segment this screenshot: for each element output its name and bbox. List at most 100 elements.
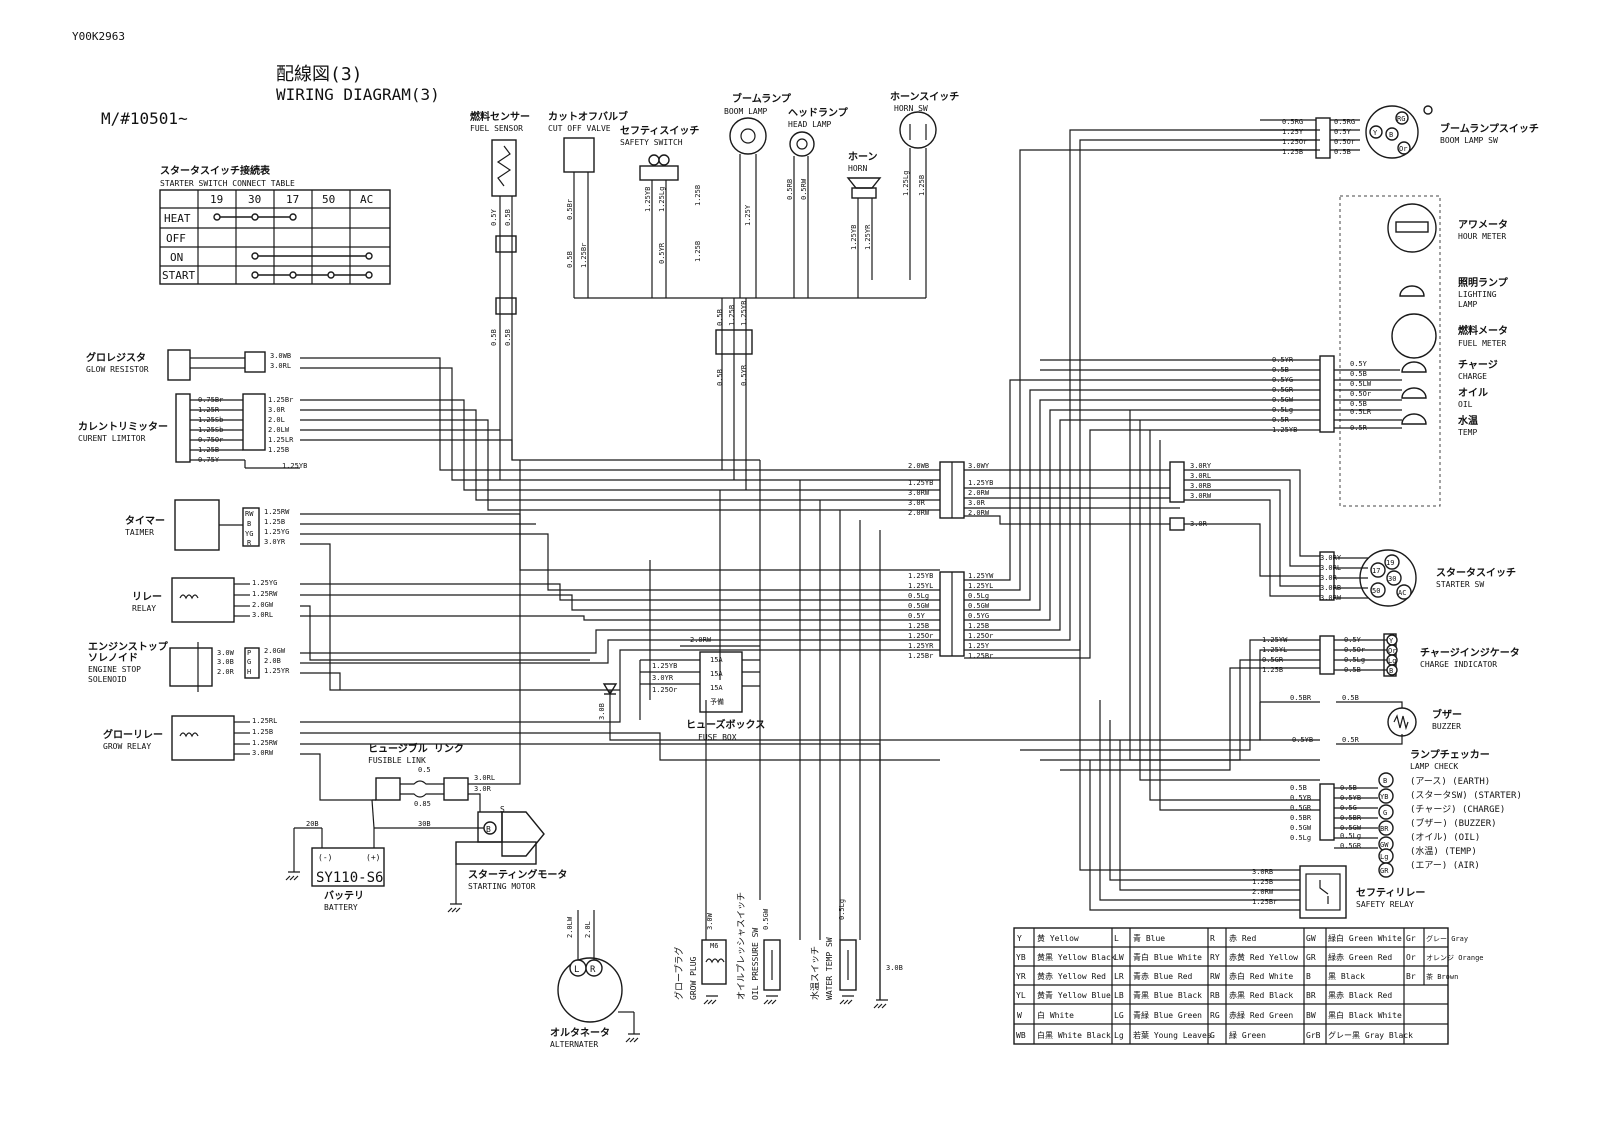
svg-text:0.5YB: 0.5YB [1292,736,1313,744]
svg-text:LG: LG [1114,1011,1124,1020]
glow-plug: M6 グロープラグ GROW PLUG 3.0W [673,700,727,1000]
svg-text:HOUR METER: HOUR METER [1458,232,1506,241]
svg-text:0.5LR: 0.5LR [1350,408,1372,416]
svg-text:0.5GR: 0.5GR [1340,842,1362,850]
doc-code: Y00K2963 [72,30,125,43]
svg-text:グロープラグ: グロープラグ [673,947,685,1000]
svg-text:黒 Black: 黒 Black [1328,972,1365,981]
svg-text:青白 Blue White: 青白 Blue White [1133,952,1202,962]
svg-text:SAFETY SWITCH: SAFETY SWITCH [620,138,683,147]
svg-text:3.0RY: 3.0RY [1320,554,1342,562]
svg-text:1.25Br: 1.25Br [580,243,588,268]
svg-text:FUEL METER: FUEL METER [1458,339,1506,348]
svg-text:FUSIBLE LINK: FUSIBLE LINK [368,756,426,765]
oil-pressure-switch: オイルプレッシャスイッチ OIL PRESSURE SW 0.5GW [736,892,781,1000]
svg-text:チャージ: チャージ [1458,359,1498,371]
svg-text:青赤 Blue Red: 青赤 Blue Red [1133,971,1193,981]
svg-text:BR: BR [1306,991,1316,1000]
svg-text:3.0R: 3.0R [268,406,286,414]
svg-text:ALTERNATER: ALTERNATER [550,1040,598,1049]
svg-text:(アース) (EARTH): (アース) (EARTH) [1410,777,1490,787]
svg-text:3.0RB: 3.0RB [1252,868,1273,876]
svg-text:0.5RG: 0.5RG [1282,118,1303,126]
horn-switch: ホーンスイッチ HORN SW [890,91,959,298]
svg-text:0.5R: 0.5R [1342,736,1360,744]
svg-text:2.0RW: 2.0RW [968,509,990,517]
harness-wires [300,357,1000,1000]
svg-text:黒赤 Black Red: 黒赤 Black Red [1328,991,1392,1000]
svg-text:2.0LW: 2.0LW [268,426,290,434]
svg-text:0.5YR: 0.5YR [658,242,666,264]
svg-text:0.5YR: 0.5YR [740,364,748,386]
svg-text:リレー: リレー [132,591,162,603]
svg-text:OIL: OIL [1458,400,1473,409]
svg-text:S: S [500,805,505,814]
timer: タイマー TAIMER RW B YG R 1.25RW 1.25B 1.25Y… [125,499,290,551]
svg-text:1.25LR: 1.25LR [268,436,294,444]
svg-text:FUEL SENSOR: FUEL SENSOR [470,124,523,133]
svg-text:2.0WB: 2.0WB [908,462,929,470]
svg-text:BOOM LAMP SW: BOOM LAMP SW [1440,136,1498,145]
safety-relay: 3.0RB 1.25B 2.0RW 1.25Br セフティリレー SAFETY … [1252,865,1425,919]
svg-text:オイル: オイル [1458,387,1488,399]
svg-text:グロレジスタ: グロレジスタ [86,351,146,364]
svg-text:SAFETY RELAY: SAFETY RELAY [1356,900,1414,909]
svg-text:START: START [162,269,195,282]
svg-text:0.5Y: 0.5Y [1350,360,1368,368]
svg-text:0.85: 0.85 [414,800,431,808]
svg-text:RW: RW [1210,972,1220,981]
svg-text:50: 50 [322,193,335,206]
svg-text:赤白 Red White: 赤白 Red White [1229,971,1293,981]
svg-text:TEMP: TEMP [1458,428,1477,437]
svg-text:水温: 水温 [1457,414,1478,427]
svg-text:ホーン: ホーン [848,151,878,163]
svg-text:0.5B: 0.5B [490,329,498,346]
svg-text:3.0RL: 3.0RL [270,362,291,370]
svg-text:0.5GW: 0.5GW [1290,824,1312,832]
buzzer: 0.5BR 0.5B 0.5YB 0.5R ブザー BUZZER [1259,694,1462,745]
svg-text:2.0RW: 2.0RW [690,636,712,644]
svg-text:3.0WB: 3.0WB [270,352,291,360]
svg-text:RELAY: RELAY [132,604,156,613]
title-en: WIRING DIAGRAM(3) [276,85,440,104]
svg-text:3.0R: 3.0R [474,785,492,793]
svg-text:Or: Or [1388,647,1396,655]
ground-symbols [285,871,888,1043]
right-middle-connector: 3.0RY 3.0RL 3.0RB 3.0RW 3.0R [1169,461,1320,597]
svg-text:1.25B: 1.25B [918,175,926,196]
svg-text:RB: RB [1210,991,1220,1000]
svg-text:OIL PRESSURE SW: OIL PRESSURE SW [751,928,760,1000]
svg-text:Y: Y [1373,129,1378,137]
svg-text:グローリレー: グローリレー [103,728,163,741]
svg-text:(スタータSW) (STARTER): (スタータSW) (STARTER) [1410,790,1522,801]
svg-text:0.5Or: 0.5Or [1334,138,1355,146]
svg-text:SY110-S6: SY110-S6 [316,870,383,886]
starter-switch: 3.0RY 3.0RL 3.0R 3.0RB 3.0RW 19 30 17 50… [1319,549,1516,607]
svg-text:3.0RL: 3.0RL [252,611,273,619]
svg-text:GW: GW [1306,934,1316,943]
svg-text:Y: Y [1017,934,1022,943]
svg-text:オイルプレッシャスイッチ: オイルプレッシャスイッチ [736,892,747,1000]
ground-wire-label: 3.0B [886,964,903,972]
svg-text:BR: BR [1380,825,1389,833]
svg-text:茶 Brown: 茶 Brown [1426,972,1458,981]
svg-text:1.25YR: 1.25YR [264,667,290,675]
svg-text:3.0RL: 3.0RL [1320,564,1341,572]
svg-text:アワメータ: アワメータ [1458,219,1508,231]
svg-text:0.5YG: 0.5YG [968,612,989,620]
svg-text:WATER TEMP SW: WATER TEMP SW [825,937,834,1000]
svg-text:黄 Yellow: 黄 Yellow [1037,933,1079,943]
svg-text:カットオフバルブ: カットオフバルブ [548,110,628,123]
svg-text:3.0W: 3.0W [706,912,714,930]
svg-text:タイマー: タイマー [125,515,165,527]
svg-text:1.25B: 1.25B [264,518,285,526]
svg-text:2.0GW: 2.0GW [264,647,286,655]
svg-text:0.5B: 0.5B [716,369,724,386]
svg-text:0.5B: 0.5B [504,209,512,226]
svg-text:1.25YW: 1.25YW [968,572,994,580]
svg-text:AC: AC [360,193,373,206]
svg-text:赤 Red: 赤 Red [1229,934,1256,943]
svg-text:0.5B: 0.5B [1290,784,1307,792]
center-connector-lower: 1.25YB 1.25YL 0.5Lg 0.5GW 0.5Y 1.25B 1.2… [908,129,1320,660]
svg-text:2.0RW: 2.0RW [968,489,990,497]
